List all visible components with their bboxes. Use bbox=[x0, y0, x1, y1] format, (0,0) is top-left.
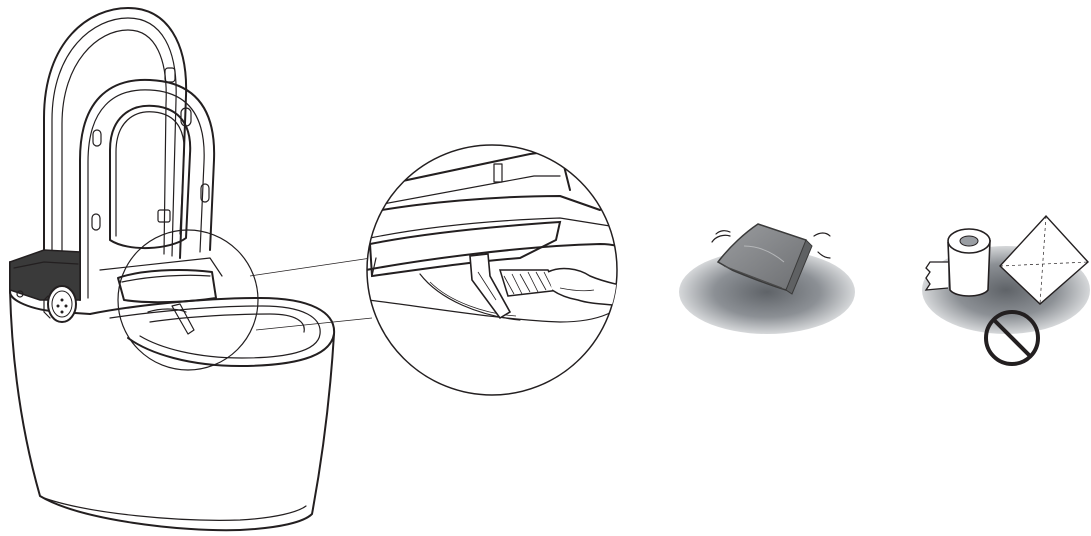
damp-cloth-icon bbox=[679, 224, 855, 334]
smart-toilet-icon bbox=[10, 8, 334, 530]
nozzle-brush-cleaning-icon bbox=[360, 145, 630, 395]
toilet-paper-prohibited-icon bbox=[922, 216, 1090, 364]
